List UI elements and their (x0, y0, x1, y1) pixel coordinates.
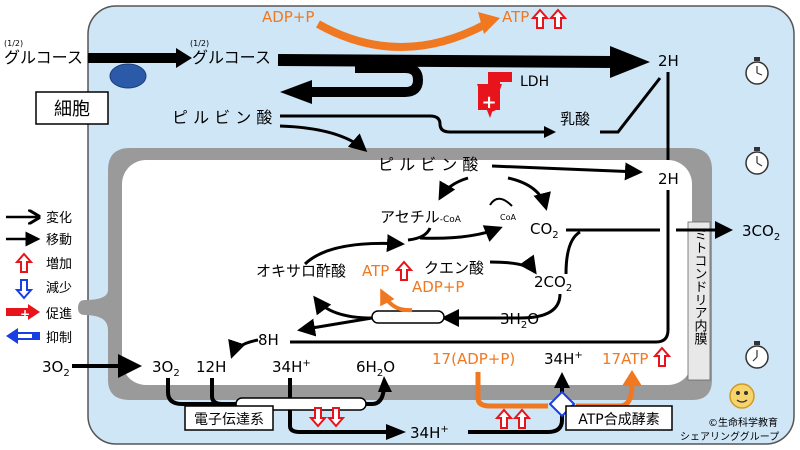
half-label-inside: (1/2) (190, 39, 209, 48)
increase-icon-top-2 (548, 8, 568, 29)
svg-text:+: + (20, 307, 30, 321)
cell-label-box (35, 91, 109, 125)
pyruvate-to-2h-arrow (491, 162, 643, 181)
credit-line-2: シェアリンググループ (680, 430, 779, 443)
promote-icon-ldh: + (477, 72, 512, 118)
legend: 変化 移動 増加 減少 + 促進 抑制 (6, 210, 72, 346)
co2-out-label: 3CO2 (742, 222, 780, 243)
atp-production-arc-mid (380, 288, 413, 313)
clock-icon-top (745, 57, 769, 85)
h34-bottom-label: 34H+ (410, 424, 449, 442)
transport-tube (371, 310, 445, 324)
atp17-label: 17ATP (602, 350, 648, 368)
atp-synthase-label: ATP合成酵素 (578, 412, 659, 428)
h8-to-12h-arrow (228, 338, 259, 359)
cycle-return-arrow (441, 293, 562, 327)
clock-icon-middle (745, 147, 769, 175)
svg-text:+: + (481, 92, 496, 113)
glycolysis-main-arrow (277, 54, 616, 68)
legend-change-label: 変化 (46, 210, 72, 226)
lactate-to-2h-arrow (600, 77, 662, 134)
pyruvate-cytoplasm: ピ ル ビ ン 酸 (172, 108, 272, 127)
atp-synthase-label-box (565, 405, 673, 431)
h34-left-label: 34H+ (272, 358, 311, 376)
coa-arc (489, 197, 513, 207)
credit-line-1: ©生命科学教育 (708, 416, 778, 429)
coa-recycle-arrow (419, 225, 503, 242)
increase-icon-synthase-1 (494, 408, 514, 429)
mito-membrane-label: ミトコンドリア内膜 (692, 228, 708, 345)
clock-icon-bottom (745, 341, 769, 369)
pyruvate-transport-arrow (279, 124, 368, 152)
mito-membrane-label-group: ミトコンドリア内膜 (687, 221, 711, 381)
glucose-inside: グルコース (192, 48, 271, 67)
etc-label-box (184, 405, 274, 431)
half-label-outside: (1/2) (4, 39, 23, 48)
legend-inhibit-icon (6, 328, 40, 344)
atp-mid: ATP (362, 262, 389, 280)
cell-label: 細胞 (54, 99, 90, 120)
increase-icon-atp17 (652, 346, 672, 367)
legend-promote-icon: + (6, 304, 40, 321)
h2o-3-label: 3H2O (500, 310, 539, 331)
o2-outside-label: 3O2 (42, 358, 70, 379)
decrease-icon-etc-2 (326, 407, 346, 428)
h34-right-label: 34H+ (544, 350, 583, 368)
increase-icon-synthase-2 (512, 408, 532, 429)
legend-decrease-label: 減少 (46, 280, 72, 296)
2co2-join-line (564, 230, 581, 275)
h34-return-arrow (468, 384, 564, 434)
etc-label: 電子伝達系 (194, 412, 264, 428)
adp17-label: 17(ADP+P) (432, 350, 515, 368)
co2-label: CO2 (530, 220, 559, 241)
legend-decrease-icon (14, 279, 34, 300)
cycle-to-8h-arrow (297, 316, 373, 337)
atp-top: ATP (502, 8, 529, 26)
h12-label: 12H (196, 358, 226, 376)
pyruvate-to-co2-arrow (507, 176, 551, 211)
adp-p-mid: ADP+P (412, 278, 464, 296)
coa-label: CoA (500, 213, 516, 222)
legend-promote-label: 促進 (46, 307, 72, 322)
organelle (109, 63, 147, 89)
h2-mito: 2H (658, 170, 679, 188)
co2-2-label: 2CO2 (534, 273, 572, 294)
acetyl-label: アセチル-CoA (380, 208, 462, 226)
hydrogen-carrier-line (420, 72, 670, 344)
adp-p-top: ADP+P (262, 8, 314, 26)
pyruvate-to-lactate-arrow (280, 114, 548, 134)
ldh-label: LDH (520, 74, 549, 90)
acetyl-to-citrate-arrow (407, 227, 432, 242)
decrease-icon-etc-1 (308, 407, 328, 428)
pyruvate-mito: ピ ル ビ ン 酸 (378, 155, 478, 174)
pyruvate-to-acetyl-arrow (438, 176, 469, 201)
lactate-label: 乳酸 (560, 110, 590, 128)
atp-production-arc-top (316, 20, 488, 51)
legend-increase-icon (14, 252, 34, 273)
credit-logo-icon (729, 383, 755, 409)
legend-increase-label: 増加 (46, 257, 72, 272)
increase-icon-top-1 (530, 8, 550, 29)
h2-top: 2H (658, 52, 679, 70)
citrate-label: クエン酸 (424, 259, 484, 277)
increase-icon-mid (394, 260, 414, 281)
oxaloacetate-label: オキサロ酢酸 (256, 262, 346, 280)
citrate-to-2co2-arrow (489, 254, 537, 275)
glucose-outside: グルコース (4, 48, 83, 67)
legend-move-label: 移動 (46, 233, 72, 248)
glycolysis-return-arrow (310, 63, 424, 97)
h2o-6-label: 6H2O (356, 358, 395, 379)
h8-label: 8H (258, 331, 279, 349)
o2-inside-label: 3O2 (152, 358, 180, 379)
citrate-formation-arrow (303, 234, 405, 266)
etc-flow-lines (166, 378, 388, 434)
legend-inhibit-label: 抑制 (46, 331, 72, 346)
